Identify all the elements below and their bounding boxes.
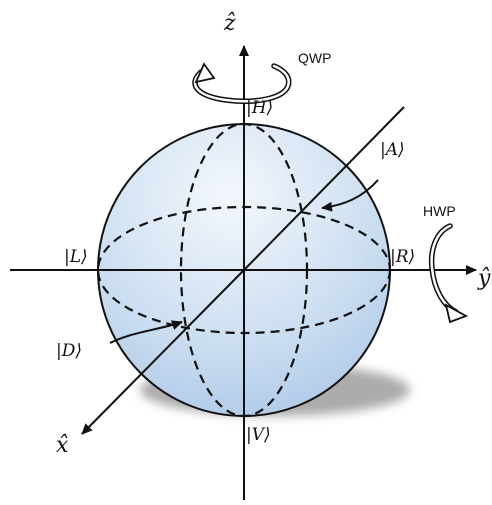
state-h-label: |H⟩ (246, 98, 273, 118)
state-r-label: |R⟩ (390, 247, 415, 267)
z-axis-label: ẑ (223, 11, 236, 36)
y-axis-label: ŷ (477, 266, 491, 291)
qwp-rotation-arrow (192, 62, 292, 104)
state-l-label: |L⟩ (64, 247, 88, 267)
x-axis-label: x̂ (56, 433, 69, 458)
state-v-label: |V⟩ (246, 425, 271, 445)
qwp-label: QWP (298, 50, 331, 66)
a-pointer-arrow (321, 179, 379, 212)
state-a-label: |A⟩ (380, 140, 405, 160)
hwp-rotation-arrow (428, 223, 469, 324)
d-pointer-arrow (109, 320, 183, 344)
x-axis (81, 269, 245, 435)
x-axis-back (243, 106, 405, 271)
hwp-label: HWP (423, 203, 456, 219)
state-d-label: |D⟩ (56, 341, 82, 361)
